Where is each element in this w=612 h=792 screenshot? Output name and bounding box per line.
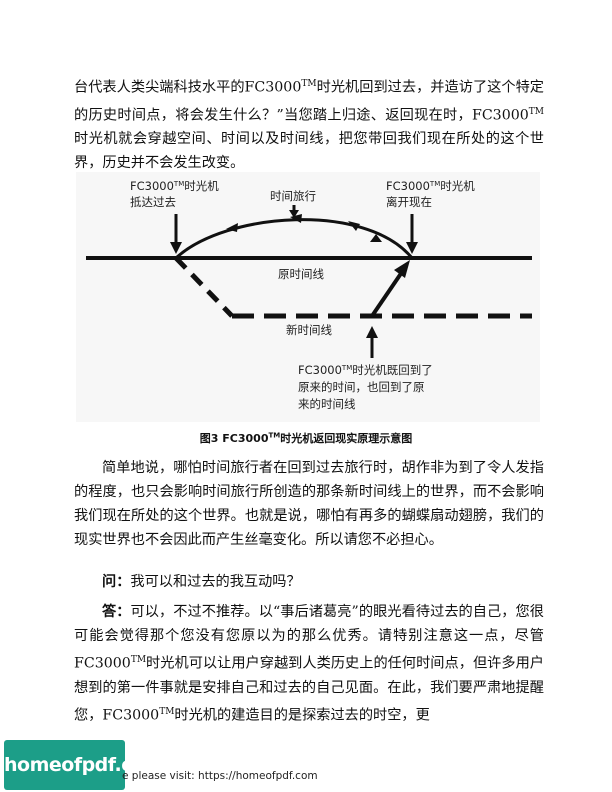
arc-arrow [226,223,238,232]
label-leave: FC3000TM时光机 [386,179,475,193]
site-logo[interactable]: homeofpdf.com [4,740,164,790]
question-label: 问： [102,574,131,590]
arc-arrow [348,221,360,231]
label-arrive-line2: 抵达过去 [130,195,176,209]
question-text: 我可以和过去的我互动吗？ [130,574,301,590]
label-time-travel: 时间旅行 [270,189,316,203]
footer-link-text[interactable]: e please visit: https://homeofpdf.com [122,770,318,782]
return-arrow [370,270,404,318]
travel-arrow-head [289,210,299,218]
label-arrive: FC3000TM时光机 [130,179,219,193]
arc-arrow [370,234,382,242]
answer-label: 答： [102,604,131,620]
question: 问：我可以和过去的我互动吗？ [74,570,544,594]
answer: 答：可以，不过不推荐。以“事后诸葛亮”的眼光看待过去的自己，您很可能会觉得那个您… [74,604,544,724]
arrive-arrow-head [170,242,182,254]
leave-arrow-head [406,242,418,254]
new-timeline-branch [174,256,234,318]
label-leave-line2: 离开现在 [386,195,432,209]
paragraph-explanation: 简单地说，哪怕时间旅行者在回到过去旅行时，胡作非为到了令人发指的程度，也只会影响… [74,460,544,548]
label-return: FC3000TM时光机既回到了 [298,363,433,377]
figure-caption: 图3 FC3000TM时光机返回现实原理示意图 [199,431,413,445]
timeline-diagram: FC3000TM时光机 抵达过去 时间旅行 FC3000TM时光机 离开现在 原… [76,172,540,422]
label-original-timeline: 原时间线 [278,267,324,281]
label-return-line2: 原来的时间，也回到了原 [298,380,425,394]
return-arrow-head [394,260,410,278]
return-label-arrow-head [366,326,378,338]
label-return-line3: 来的时间线 [298,397,356,411]
label-new-timeline: 新时间线 [286,323,332,337]
paragraph-intro: 台代表人类尖端科技水平的FC3000TM时光机回到过去，并造访了这个特定的历史时… [74,79,544,172]
